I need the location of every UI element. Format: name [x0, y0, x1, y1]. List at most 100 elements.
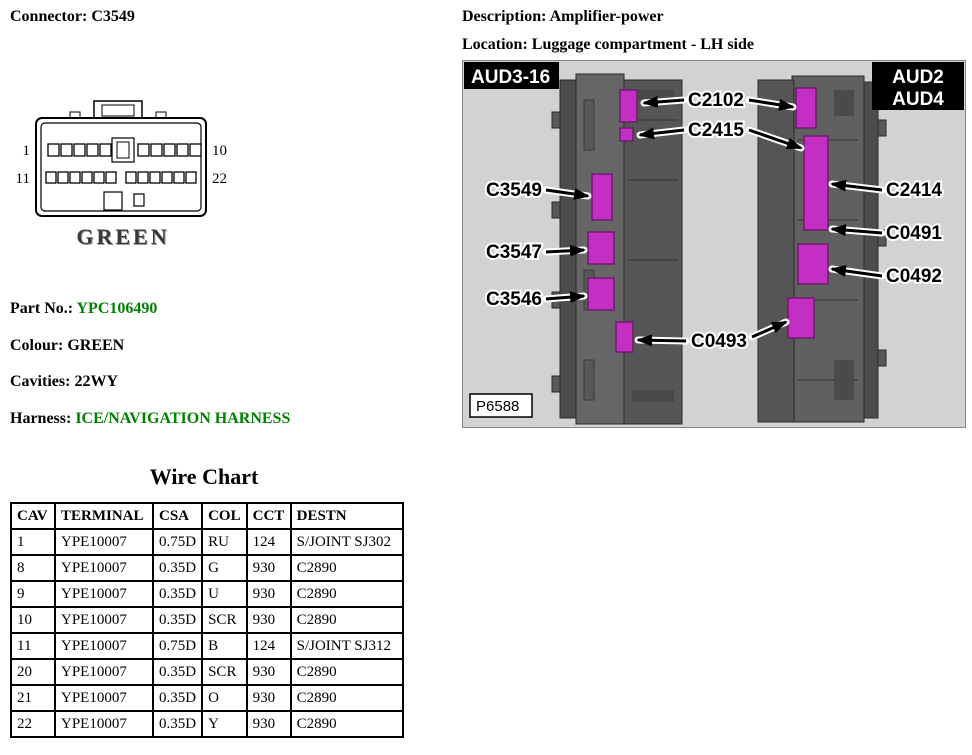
cell-cct: 930: [245, 580, 292, 608]
photo-id: P6588: [476, 398, 519, 415]
location-value: Luggage compartment - LH side: [531, 36, 754, 53]
wire-chart-row: 9 YPE10007 0.35D U 930 C2890: [10, 580, 404, 608]
cell-cct: 930: [245, 684, 292, 712]
cell-csa: 0.75D: [151, 528, 204, 556]
cavities-value: 22WY: [74, 373, 118, 390]
cell-col: G: [201, 554, 248, 582]
cell-cct: 124: [245, 528, 292, 556]
cell-csa: 0.35D: [151, 580, 204, 608]
cell-csa: 0.35D: [151, 554, 204, 582]
cell-col: Y: [201, 710, 248, 738]
connector-keyway: [111, 137, 135, 163]
cell-destn: C2890: [289, 710, 404, 738]
highlight-c3546: [587, 277, 615, 311]
cell-cav: 1: [10, 528, 56, 556]
cell-destn: S/JOINT SJ302: [289, 528, 404, 556]
cell-csa: 0.75D: [151, 632, 204, 660]
right-amplifier-drawing: [757, 75, 887, 423]
connector-header-line: Connector: C3549: [10, 8, 135, 26]
highlight-c2102-right: [795, 87, 817, 129]
callout-labels: C2102 C2415 C3549 C3547 C3546 C0493 C241…: [484, 88, 944, 354]
tag-right-box: [872, 62, 964, 110]
highlight-c2415: [619, 127, 634, 142]
cell-csa: 0.35D: [151, 710, 204, 738]
callout-c0493: C0493: [691, 331, 747, 352]
highlight-c0493-left: [615, 321, 634, 353]
col-header-cct: CCT: [245, 502, 292, 530]
tag-left-box: [464, 62, 559, 89]
harness-line: Harness: ICE/NAVIGATION HARNESS: [10, 410, 290, 428]
cell-cav: 11: [10, 632, 56, 660]
part-no-value: YPC106490: [76, 300, 158, 317]
cell-cct: 930: [245, 710, 292, 738]
cell-destn: C2890: [289, 580, 404, 608]
callout-c3546: C3546: [486, 289, 542, 310]
wire-chart-row: 1 YPE10007 0.75D RU 124 S/JOINT SJ302: [10, 528, 404, 556]
cell-destn: C2890: [289, 684, 404, 712]
wire-chart-row: 20 YPE10007 0.35D SCR 930 C2890: [10, 658, 404, 686]
callout-c0491: C0491: [886, 223, 942, 244]
left-amplifier-drawing: [551, 73, 683, 425]
description-value: Amplifier-power: [549, 8, 664, 25]
col-header-destn: DESTN: [289, 502, 404, 530]
cell-terminal: YPE10007: [54, 528, 154, 556]
callout-arrows: [545, 95, 883, 347]
cell-cct: 930: [245, 658, 292, 686]
wire-chart-row: 22 YPE10007 0.35D Y 930 C2890: [10, 710, 404, 738]
cell-csa: 0.35D: [151, 658, 204, 686]
pin-number-top-left: 1: [23, 143, 31, 159]
callout-c2414: C2414: [886, 180, 942, 201]
cell-terminal: YPE10007: [54, 710, 154, 738]
connector-color-caption: GREEN: [76, 224, 170, 249]
cavities-line: Cavities: 22WY: [10, 373, 118, 391]
cavities-label: Cavities:: [10, 373, 71, 390]
cell-col: SCR: [201, 606, 248, 634]
col-header-csa: CSA: [151, 502, 204, 530]
photo-id-box: [469, 393, 533, 418]
colour-label: Colour:: [10, 337, 64, 354]
connector-pinout-diagram: 1 11 10 22: [16, 100, 227, 217]
wire-chart-table: CAV TERMINAL CSA COL CCT DESTN 1 YPE1000…: [10, 502, 404, 738]
callout-c3549: C3549: [486, 180, 542, 201]
callout-c2102: C2102: [688, 90, 744, 111]
description-label: Description:: [462, 8, 547, 25]
figure-tag-aud4: AUD4: [892, 89, 944, 110]
pin-row-bottom: [45, 171, 197, 184]
col-header-cav: CAV: [10, 502, 56, 530]
wire-chart-row: 21 YPE10007 0.35D O 930 C2890: [10, 684, 404, 712]
highlight-c3547: [587, 231, 615, 265]
location-label: Location:: [462, 36, 528, 53]
cell-destn: C2890: [289, 658, 404, 686]
connector-latch: [69, 100, 167, 121]
connector-value: C3549: [91, 8, 135, 25]
cell-csa: 0.35D: [151, 606, 204, 634]
cell-terminal: YPE10007: [54, 658, 154, 686]
cell-destn: C2890: [289, 554, 404, 582]
connector-lower-detail: [103, 191, 145, 211]
connector-label: Connector:: [10, 8, 88, 25]
highlight-c0492: [797, 243, 829, 285]
part-no-line: Part No.: YPC106490: [10, 300, 157, 318]
pin-number-bottom-left: 11: [16, 171, 30, 187]
harness-value: ICE/NAVIGATION HARNESS: [75, 410, 291, 427]
highlight-c0493-right: [787, 297, 815, 339]
cell-col: O: [201, 684, 248, 712]
cell-col: B: [201, 632, 248, 660]
wire-chart-row: 8 YPE10007 0.35D G 930 C2890: [10, 554, 404, 582]
cell-destn: S/JOINT SJ312: [289, 632, 404, 660]
connector-shell: [35, 117, 207, 217]
cell-col: RU: [201, 528, 248, 556]
cell-col: SCR: [201, 658, 248, 686]
wire-chart-row: 10 YPE10007 0.35D SCR 930 C2890: [10, 606, 404, 634]
highlight-c2102-left: [619, 89, 638, 123]
cell-terminal: YPE10007: [54, 580, 154, 608]
location-line: Location: Luggage compartment - LH side: [462, 36, 754, 54]
part-no-label: Part No.:: [10, 300, 74, 317]
cell-cav: 9: [10, 580, 56, 608]
cell-cct: 930: [245, 606, 292, 634]
callout-c0492: C0492: [886, 266, 942, 287]
cell-csa: 0.35D: [151, 684, 204, 712]
cell-cav: 20: [10, 658, 56, 686]
cell-cct: 124: [245, 632, 292, 660]
cell-cct: 930: [245, 554, 292, 582]
